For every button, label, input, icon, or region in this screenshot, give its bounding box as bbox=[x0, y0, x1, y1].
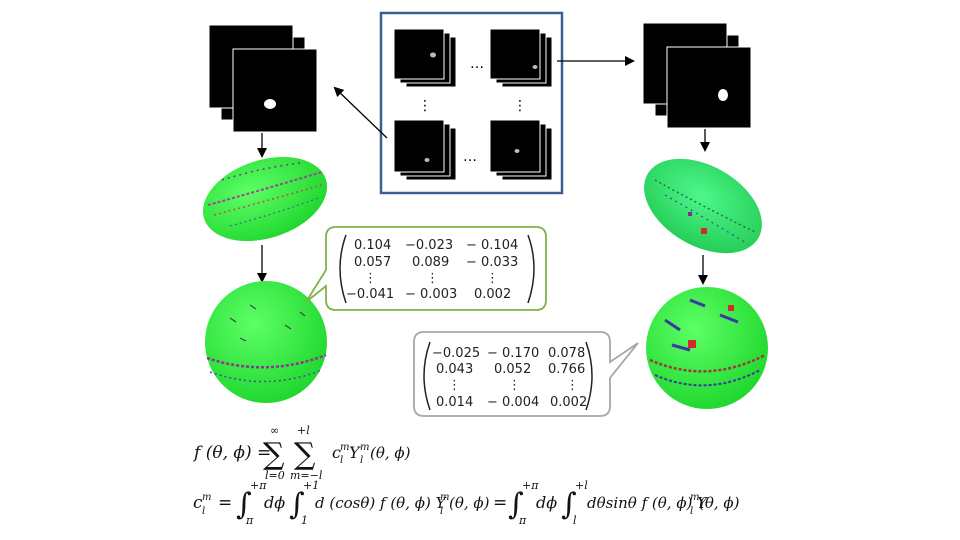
eq1-y-sup: m bbox=[360, 442, 369, 453]
matrix-left-cell: ⋮ bbox=[364, 271, 377, 286]
matrix-right: −0.025 − 0.170 0.078 0.043 0.052 0.766 ⋮… bbox=[423, 341, 593, 411]
slice-stack-top-right bbox=[489, 28, 553, 88]
matrix-right-cell: −0.025 bbox=[432, 346, 480, 361]
eq2-lhs: c bbox=[193, 493, 203, 513]
equation-coefficient: c m l = ∫ +π π dϕ ∫ +1 1 d (cosθ) f (θ, … bbox=[193, 479, 740, 527]
eq2-int4-top: +l bbox=[575, 479, 588, 492]
slice-stack-top-left bbox=[393, 28, 457, 88]
matrix-right-cell: 0.052 bbox=[494, 362, 531, 377]
eq2-int1: ∫ bbox=[236, 487, 252, 522]
vellipsis-right: ⋮ bbox=[513, 98, 527, 114]
matrix-right-cell: 0.078 bbox=[548, 346, 585, 361]
eq1-lhs: f (θ, ϕ) = bbox=[192, 443, 271, 463]
matrix-left-cell: − 0.104 bbox=[466, 238, 518, 253]
slice-stack-bottom-left bbox=[393, 119, 457, 181]
eq2-equals: = bbox=[218, 493, 232, 513]
eq2-int2: ∫ bbox=[289, 487, 305, 522]
eq2-arg2: (θ, ϕ) bbox=[699, 494, 740, 512]
matrix-left-cell: − 0.003 bbox=[405, 287, 457, 302]
ellipsis-bottom: … bbox=[463, 149, 477, 165]
matrix-right-cell: 0.766 bbox=[548, 362, 585, 377]
matrix-right-cell: ⋮ bbox=[448, 378, 461, 393]
eq1-coef: c bbox=[332, 443, 341, 462]
matrix-right-cell: 0.014 bbox=[436, 395, 473, 410]
eq2-int2-bottom: 1 bbox=[301, 514, 308, 527]
arrow-grid-to-left bbox=[333, 86, 388, 139]
slice-stack-bottom-right bbox=[489, 119, 553, 181]
eq2-body: d (cosθ) f (θ, ϕ) Y bbox=[315, 494, 448, 512]
eq1-y: Y bbox=[349, 443, 361, 462]
matrix-right-cell: − 0.170 bbox=[487, 346, 539, 361]
eq2-lhs-sup: m bbox=[202, 492, 211, 503]
callout-right bbox=[413, 331, 639, 417]
eq2-dphi: dϕ bbox=[264, 493, 285, 512]
eq2-equals-mid: = bbox=[493, 493, 507, 513]
matrix-left-cell: −0.023 bbox=[405, 238, 453, 253]
matrix-right-cell: ⋮ bbox=[566, 378, 579, 393]
eq2-lhs-sub: l bbox=[202, 506, 205, 517]
eq1-sum2-bottom: m=−l bbox=[290, 469, 323, 482]
eq2-y2-sup: m bbox=[690, 492, 699, 503]
ellipsis-top: … bbox=[470, 56, 484, 72]
sphere-left bbox=[205, 281, 327, 403]
matrix-right-cell: 0.043 bbox=[436, 362, 473, 377]
matrix-left-cell: −0.041 bbox=[346, 287, 394, 302]
eq1-sum1-bottom: l=0 bbox=[265, 469, 285, 482]
eq2-y-sub: l bbox=[440, 506, 443, 517]
matrix-left-cell: 0.089 bbox=[412, 255, 449, 270]
eq1-y-sub: l bbox=[360, 455, 363, 466]
matrix-left-cell: 0.002 bbox=[474, 287, 511, 302]
matrix-right-cell: ⋮ bbox=[508, 378, 521, 393]
matrix-right-cell: 0.002 bbox=[550, 395, 587, 410]
eq1-sum2-symbol: ∑ bbox=[294, 437, 316, 472]
matrix-left-cell: ⋮ bbox=[486, 271, 499, 286]
segmented-slice-stack-left bbox=[208, 24, 318, 133]
matrix-right-cell: − 0.004 bbox=[487, 395, 539, 410]
eq2-body2: dθsinθ f (θ, ϕ) Y bbox=[587, 494, 709, 512]
eq1-sum1-top: ∞ bbox=[270, 424, 279, 437]
eq1-arg: (θ, ϕ) bbox=[370, 444, 411, 462]
matrix-left-cell: 0.104 bbox=[354, 238, 391, 253]
slice-grid-frame bbox=[379, 11, 564, 195]
matrix-left-cell: 0.057 bbox=[354, 255, 391, 270]
eq1-sum2-top: +l bbox=[297, 424, 310, 437]
eq1-coef-sub: l bbox=[340, 455, 343, 466]
eq2-int3-bottom: π bbox=[518, 514, 527, 527]
sphere-right bbox=[646, 287, 768, 409]
eq2-int3-top: +π bbox=[522, 479, 539, 492]
matrix-left-cell: − 0.033 bbox=[466, 255, 518, 270]
eq1-coef-sup: m bbox=[340, 442, 349, 453]
eq2-arg: (θ, ϕ) bbox=[449, 494, 490, 512]
eq2-y2-sub: l bbox=[690, 506, 693, 517]
callout-left bbox=[305, 226, 547, 311]
vellipsis-left: ⋮ bbox=[418, 98, 432, 114]
matrix-left: 0.104 −0.023 − 0.104 0.057 0.089 − 0.033… bbox=[339, 234, 535, 304]
eq2-int2-top: +1 bbox=[303, 479, 319, 492]
eq2-int4-bottom: l bbox=[573, 514, 577, 527]
eq1-sum1-symbol: ∑ bbox=[263, 437, 285, 472]
eq2-int1-bottom: π bbox=[245, 514, 254, 527]
eq2-int3: ∫ bbox=[508, 487, 524, 522]
equation-expansion: f (θ, ϕ) = ∞ ∑ l=0 +l ∑ m=−l c m l Y m l… bbox=[192, 424, 411, 482]
segmented-slice-stack-right bbox=[642, 22, 752, 129]
eq2-dphi-2: dϕ bbox=[536, 493, 557, 512]
ellipsoid-mesh-right bbox=[644, 158, 762, 254]
matrix-left-cell: ⋮ bbox=[426, 271, 439, 286]
eq2-int4: ∫ bbox=[561, 487, 577, 522]
eq2-y-sup: m bbox=[440, 492, 449, 503]
ellipsoid-mesh-left bbox=[202, 156, 328, 242]
eq2-int1-top: +π bbox=[250, 479, 267, 492]
